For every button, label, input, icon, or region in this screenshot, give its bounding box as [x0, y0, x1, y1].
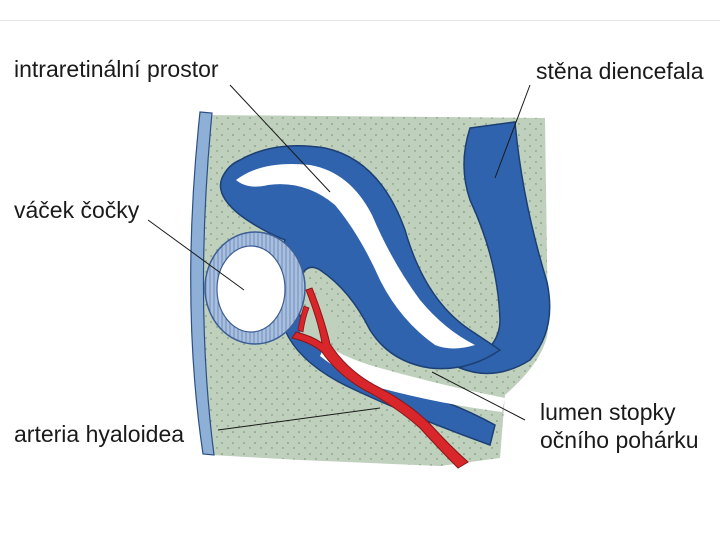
label-stalk-lumen-2: očního pohárku — [540, 427, 699, 453]
label-intraretinal-space: intraretinální prostor — [14, 56, 219, 82]
label-stalk-lumen-1: lumen stopky — [540, 399, 676, 425]
label-hyaloid-artery: arteria hyaloidea — [14, 421, 184, 447]
lens-vesicle-lumen — [217, 246, 285, 332]
label-lens-vesicle: váček čočky — [14, 197, 140, 223]
label-diencephalon-wall: stěna diencefala — [536, 58, 704, 84]
